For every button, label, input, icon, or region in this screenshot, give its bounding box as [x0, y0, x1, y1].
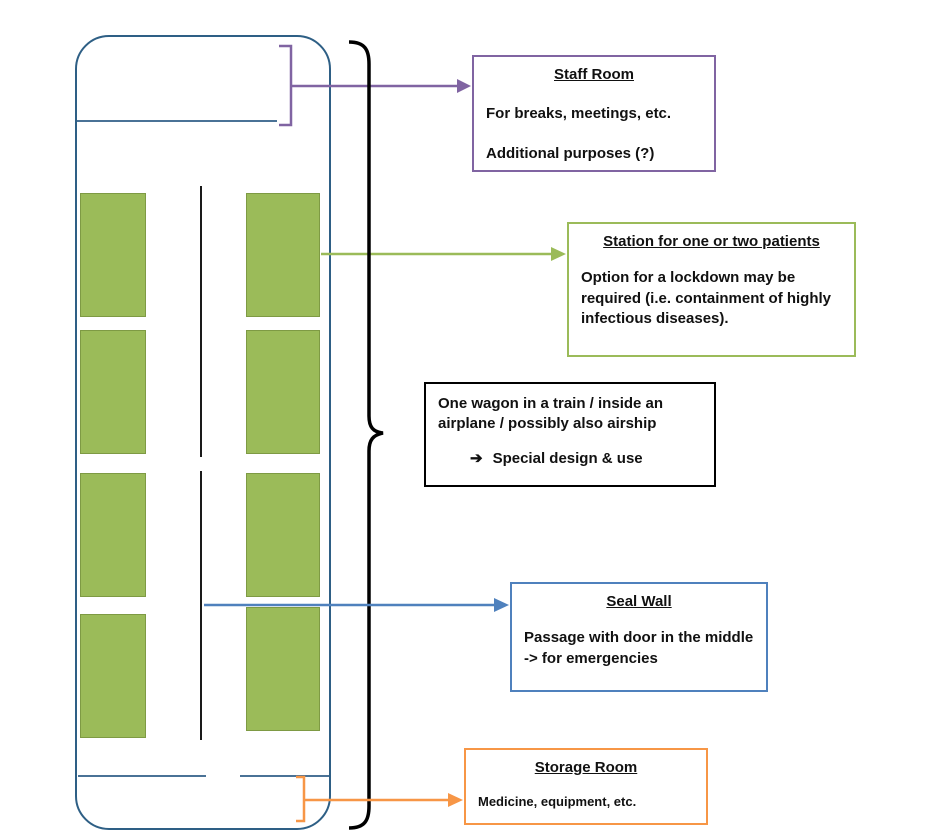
- patient-station: [246, 193, 320, 317]
- staff-room-callout: Staff Room For breaks, meetings, etc. Ad…: [472, 55, 716, 172]
- storage-bracket: [296, 775, 306, 823]
- wagon-note-emphasis-line: ➔ Special design & use: [438, 449, 702, 469]
- station-arrowhead: [551, 247, 566, 261]
- wagon-note-callout: One wagon in a train / inside an airplan…: [424, 382, 716, 487]
- patient-station: [80, 614, 146, 738]
- staff-room-line2: Additional purposes (?): [486, 144, 655, 162]
- wagon-brace: [348, 40, 384, 830]
- staff-room-bracket: [279, 44, 293, 127]
- staff-room-title: Staff Room: [554, 66, 634, 83]
- arrow-bullet-icon: ➔: [470, 449, 483, 467]
- center-wall-lower: [200, 471, 202, 740]
- seal-wall-body: Passage with door in the middle -> for e…: [524, 629, 754, 667]
- wagon-note-body: One wagon in a train / inside an airplan…: [438, 395, 664, 433]
- patient-station-title: Station for one or two patients: [603, 233, 820, 250]
- storage-room-body: Medicine, equipment, etc.: [478, 794, 637, 810]
- storage-room-callout: Storage Room Medicine, equipment, etc.: [464, 748, 708, 825]
- storage-divider-right: [240, 775, 329, 777]
- seal-wall-arrowhead: [494, 598, 509, 612]
- patient-station: [246, 473, 320, 597]
- patient-station: [80, 473, 146, 597]
- wagon-outline: [75, 35, 331, 830]
- seal-wall-callout: Seal Wall Passage with door in the middl…: [510, 582, 768, 692]
- patient-station-body: Option for a lockdown may be required (i…: [581, 269, 832, 327]
- patient-station: [246, 330, 320, 454]
- patient-station-callout: Station for one or two patients Option f…: [567, 222, 856, 357]
- storage-divider-left: [78, 775, 206, 777]
- center-wall-upper: [200, 186, 202, 457]
- wagon-note-emphasis: Special design & use: [492, 449, 643, 467]
- seal-wall-title: Seal Wall: [606, 593, 672, 610]
- patient-station: [80, 330, 146, 454]
- staff-room-divider: [77, 120, 277, 122]
- storage-arrowhead: [448, 793, 463, 807]
- storage-room-title: Storage Room: [534, 759, 638, 776]
- staff-room-line1: For breaks, meetings, etc.: [486, 105, 672, 123]
- staff-room-arrowhead: [457, 79, 471, 93]
- patient-station: [246, 607, 320, 731]
- patient-station: [80, 193, 146, 317]
